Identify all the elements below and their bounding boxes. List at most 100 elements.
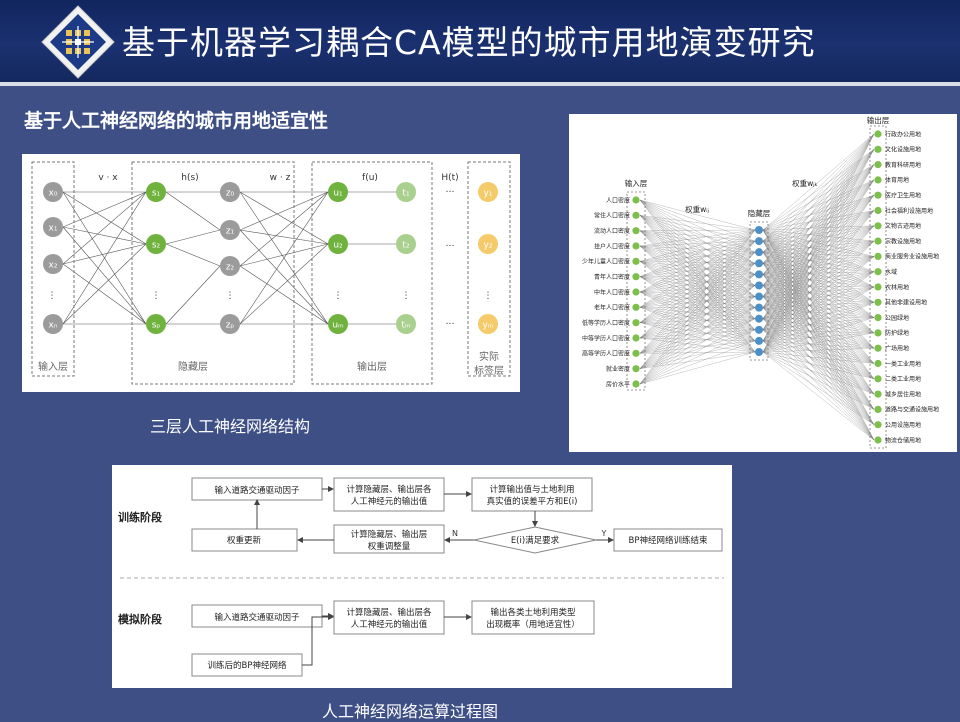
nn-node-label-y: y₁	[484, 189, 493, 199]
nn-node-label-z: z₁	[226, 227, 235, 237]
section-subtitle: 基于人工神经网络的城市用地适宜性	[24, 106, 328, 133]
bp-output-label: 公用设施用地	[885, 421, 921, 429]
nn-edge	[63, 192, 146, 244]
bp-output-label: 医疗卫生用地	[885, 192, 921, 200]
bp-output-label: 一类工业用地	[885, 360, 921, 368]
bp-output-node	[874, 375, 881, 382]
bp-output-node	[874, 406, 881, 413]
vdots-y: ⋮	[484, 291, 493, 301]
bp-edge-in	[640, 252, 755, 384]
bp-edge-out	[763, 274, 874, 394]
bp-edge-out	[763, 195, 874, 285]
flowchart-caption: 人工神经网络运算过程图	[322, 698, 498, 722]
bp-hidden-node	[755, 281, 763, 289]
bp-hidden-node	[755, 337, 763, 345]
nn-edge	[63, 244, 146, 264]
nn-node-label-input: xₙ	[49, 321, 58, 331]
bp-output-node	[874, 130, 881, 137]
bp-input-node	[632, 196, 639, 203]
box-output-prob-text-2: 出现概率（用地适宜性）	[486, 619, 580, 630]
yes-label: Y	[601, 529, 607, 538]
bp-output-node	[874, 283, 881, 290]
bp-input-label: 高等学历人口密度	[582, 350, 630, 358]
bp-output-node	[874, 146, 881, 153]
nn-structure-caption: 三层人工神经网络结构	[150, 413, 310, 437]
bp-input-node	[632, 288, 639, 295]
bp-edge-out	[763, 341, 874, 409]
bp-input-label: 流动人口密度	[594, 227, 630, 235]
bp-edge-in	[640, 231, 755, 341]
ellipsis-1: …	[446, 239, 455, 249]
bp-edge-in	[640, 308, 755, 323]
vdots-u: ⋮	[334, 291, 343, 301]
ellipsis-2: …	[446, 317, 455, 327]
bp-output-label: 社会福利设施用地	[885, 207, 933, 215]
bp-input-label: 房价水平	[606, 380, 630, 388]
vdots-z: ⋮	[226, 291, 235, 301]
nn-node-label-s: s₂	[152, 241, 161, 251]
nn-node-label-s: sₚ	[152, 321, 161, 331]
bp-input-node	[632, 227, 639, 234]
bp-edge-out	[763, 165, 874, 352]
bp-edge-out	[763, 333, 874, 352]
bp-output-node	[874, 314, 881, 321]
bp-input-node	[632, 350, 639, 357]
bp-output-node	[874, 192, 881, 199]
vdots-input: ⋮	[48, 291, 57, 301]
bp-output-node	[874, 299, 881, 306]
bp-edge-out	[763, 180, 874, 352]
bp-network-svg: 人口密度常住人口密度流动人口密度挂户人口密度少年儿童人口密度青年人口密度中年人口…	[569, 114, 957, 452]
bp-hidden-node	[755, 270, 763, 278]
nn-edge	[63, 192, 146, 264]
bp-input-node	[632, 334, 639, 341]
bp-output-label: 文化设施用地	[885, 146, 921, 154]
bp-output-node	[874, 436, 881, 443]
nn-structure-svg: x₀x₁x₂xₙs₁s₂sₚz₀z₁z₂zₚu₁u₂uₘt₁t₂tₘy₁y₂yₘ…	[22, 154, 520, 392]
nn-edge	[63, 264, 146, 324]
bp-edge-in	[640, 352, 755, 353]
bp-input-label: 挂户人口密度	[594, 242, 630, 250]
nn-node-label-y: yₘ	[483, 321, 494, 331]
bp-output-label: 水域	[885, 268, 897, 276]
actual-layer-label-2: 标签层	[474, 364, 504, 377]
nn-node-label-y: y₂	[484, 241, 493, 251]
bp-output-node	[874, 421, 881, 428]
nn-edge	[63, 192, 146, 227]
bp-output-label: 文物古迹用地	[885, 222, 921, 230]
nn-node-label-input: x₂	[49, 261, 58, 271]
box-calc-output-sim-text-1: 计算隐藏层、输出层各	[346, 607, 432, 618]
bp-edge-out	[763, 165, 874, 297]
bp-hidden-node	[755, 248, 763, 256]
bp-edge-out	[763, 252, 874, 425]
bp-output-label: 广场用地	[885, 345, 909, 353]
op-vx-label: v · x	[98, 173, 118, 183]
bp-network-figure: 人口密度常住人口密度流动人口密度挂户人口密度少年儿童人口密度青年人口密度中年人口…	[569, 114, 957, 452]
bp-hidden-node	[755, 293, 763, 301]
bp-input-node	[632, 319, 639, 326]
bp-hidden-node	[755, 348, 763, 356]
nn-edge	[240, 244, 328, 324]
bp-input-node	[632, 304, 639, 311]
bp-hidden-node	[755, 237, 763, 245]
box-calc-output-sim-text-2: 人工神经元的输出值	[351, 619, 428, 630]
bp-input-node	[632, 212, 639, 219]
bp-edge-out	[763, 195, 874, 230]
nn-edge	[240, 192, 328, 230]
bp-output-node	[874, 207, 881, 214]
bp-edge-in	[640, 263, 755, 368]
bp-edge-in	[640, 308, 755, 384]
bp-output-label: 城乡居住用地	[885, 390, 921, 398]
bp-edge-out	[763, 195, 874, 307]
bp-edge-out	[763, 226, 874, 241]
bp-edge-out	[763, 165, 874, 264]
bp-edge-in	[640, 307, 755, 329]
fn-fu-label: f(u)	[362, 173, 378, 183]
bp-output-label: 宗教设施用地	[885, 237, 921, 245]
box-input-factors-sim-text: 输入道路交通驱动因子	[214, 612, 300, 623]
nn-edge	[166, 192, 220, 230]
box-calc-error-text-1: 计算输出值与土地利用	[489, 484, 574, 495]
bp-output-node	[874, 161, 881, 168]
bp-input-label: 低等学历人口密度	[582, 319, 630, 327]
bp-edge-in	[640, 330, 755, 369]
bp-output-label: 农林用地	[885, 283, 909, 291]
